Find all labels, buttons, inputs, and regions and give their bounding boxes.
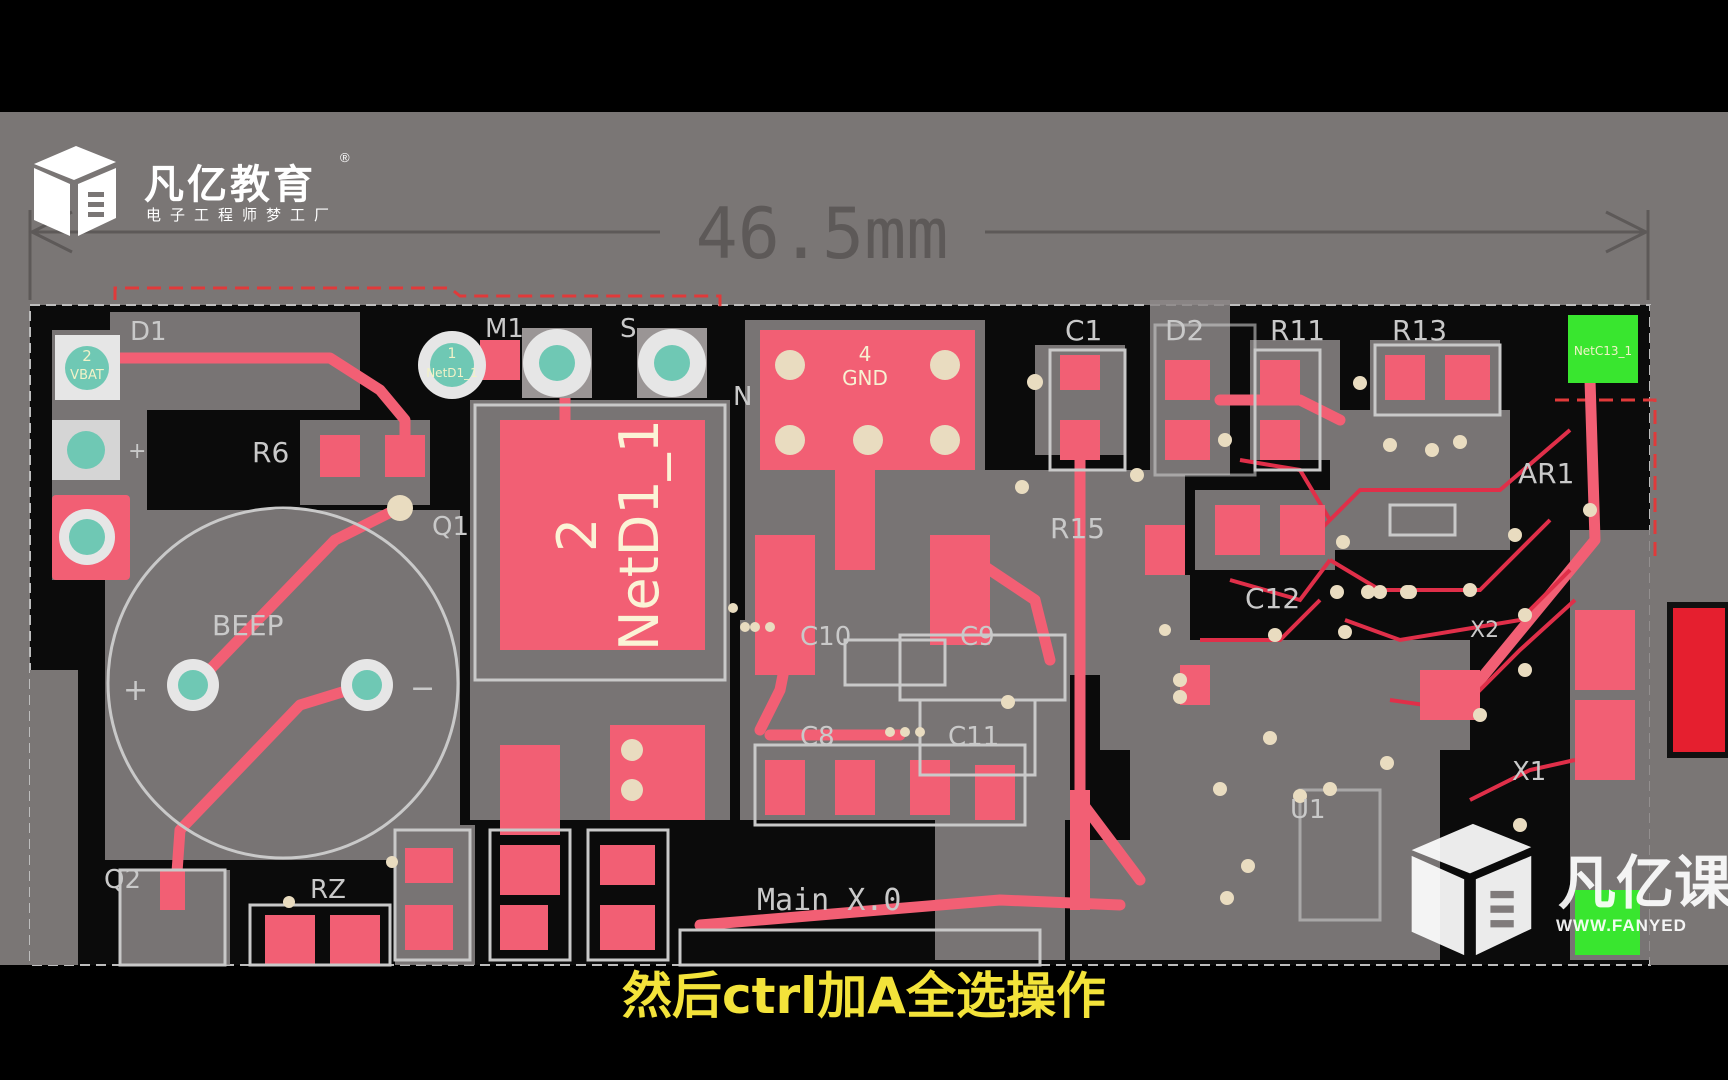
designator-d1: D1 <box>130 317 167 347</box>
beep-plus: + <box>123 673 148 708</box>
red-connector-pad[interactable] <box>1667 602 1728 758</box>
selected-pad-bottom[interactable] <box>1575 890 1640 955</box>
brand-name: 凡亿教育 <box>144 162 316 208</box>
designator-ar1: AR1 <box>1518 457 1574 490</box>
brand-registered-mark: ® <box>340 150 350 165</box>
designator-r6: R6 <box>252 436 289 469</box>
pad-label-netd1-small: NetD1_1 <box>426 366 478 380</box>
silkscreen-outlines <box>106 323 1502 967</box>
watermark-name: 凡亿课 <box>1558 849 1728 917</box>
designator-c12: C12 <box>1245 582 1300 615</box>
watermark-cube-icon <box>1411 823 1532 956</box>
designator-r13: R13 <box>1392 314 1447 347</box>
pad-label-big-num: 2 <box>546 518 609 552</box>
dimension-46-5mm[interactable] <box>28 210 1650 300</box>
designator-x1: X1 <box>1512 757 1546 787</box>
designator-s: S <box>620 314 637 344</box>
pad-label-vbat-num: 2 <box>82 347 92 365</box>
bottom-letterbox <box>0 965 1728 1080</box>
designator-n: N <box>733 382 752 412</box>
top-letterbox <box>0 0 1728 112</box>
designator-c11: C11 <box>948 722 999 752</box>
dimension-label: 46.5mm <box>696 193 949 275</box>
pad-plus: + <box>128 439 146 464</box>
designator-c9: C9 <box>960 622 995 652</box>
designator-x2: X2 <box>1470 618 1499 643</box>
brand-cube-icon <box>34 146 116 236</box>
beep-minus: − <box>410 671 435 706</box>
designator-d2: D2 <box>1165 314 1204 347</box>
designator-q2: Q2 <box>104 865 141 895</box>
designator-r15: R15 <box>1050 512 1105 545</box>
designator-beep: BEEP <box>212 609 283 642</box>
vias <box>283 350 1597 908</box>
brand-logo: 凡亿教育 ® 电子工程师梦工厂 <box>28 142 368 242</box>
pad-label-big-net: NetD1_1 <box>608 419 671 651</box>
designator-m1: M1 <box>485 314 524 344</box>
gnd-pad-labels: 4 GND <box>842 342 888 390</box>
pad-net-labels: 2 VBAT 1 NetD1_1 NetC13_1 <box>70 344 1632 383</box>
designator-r11: R11 <box>1270 314 1325 347</box>
watermark-url: WWW.FANYED <box>1556 916 1687 935</box>
board-cutout <box>30 670 78 965</box>
silkscreen-designators: D1 M1 S C1 D2 R11 R13 R6 Q1 R15 AR1 C12 … <box>104 314 1574 918</box>
designator-c8: C8 <box>800 722 835 752</box>
brand-watermark: 凡亿课 WWW.FANYED <box>1400 818 1728 958</box>
through-hole-pads[interactable] <box>52 328 707 711</box>
pad-label-gnd-num: 4 <box>859 342 872 366</box>
designator-q1: Q1 <box>432 512 469 542</box>
pad-label-vbat: VBAT <box>70 368 104 383</box>
designator-c1: C1 <box>1065 314 1102 347</box>
brand-slogan: 电子工程师梦工厂 <box>146 206 339 224</box>
designator-rz: RZ <box>310 875 346 905</box>
selected-pad-netc13[interactable] <box>1568 315 1638 383</box>
designator-c10: C10 <box>800 622 851 652</box>
designator-u1: U1 <box>1290 795 1326 825</box>
video-subtitle: 然后ctrl加A全选操作 <box>621 967 1107 1025</box>
pad-label-netd1-num: 1 <box>448 346 457 362</box>
pad-label-netc13: NetC13_1 <box>1574 344 1632 358</box>
pad-label-gnd: GND <box>842 366 888 390</box>
big-pad-label: 2 NetD1_1 <box>546 419 671 651</box>
designator-main: Main X.0 <box>757 883 902 918</box>
